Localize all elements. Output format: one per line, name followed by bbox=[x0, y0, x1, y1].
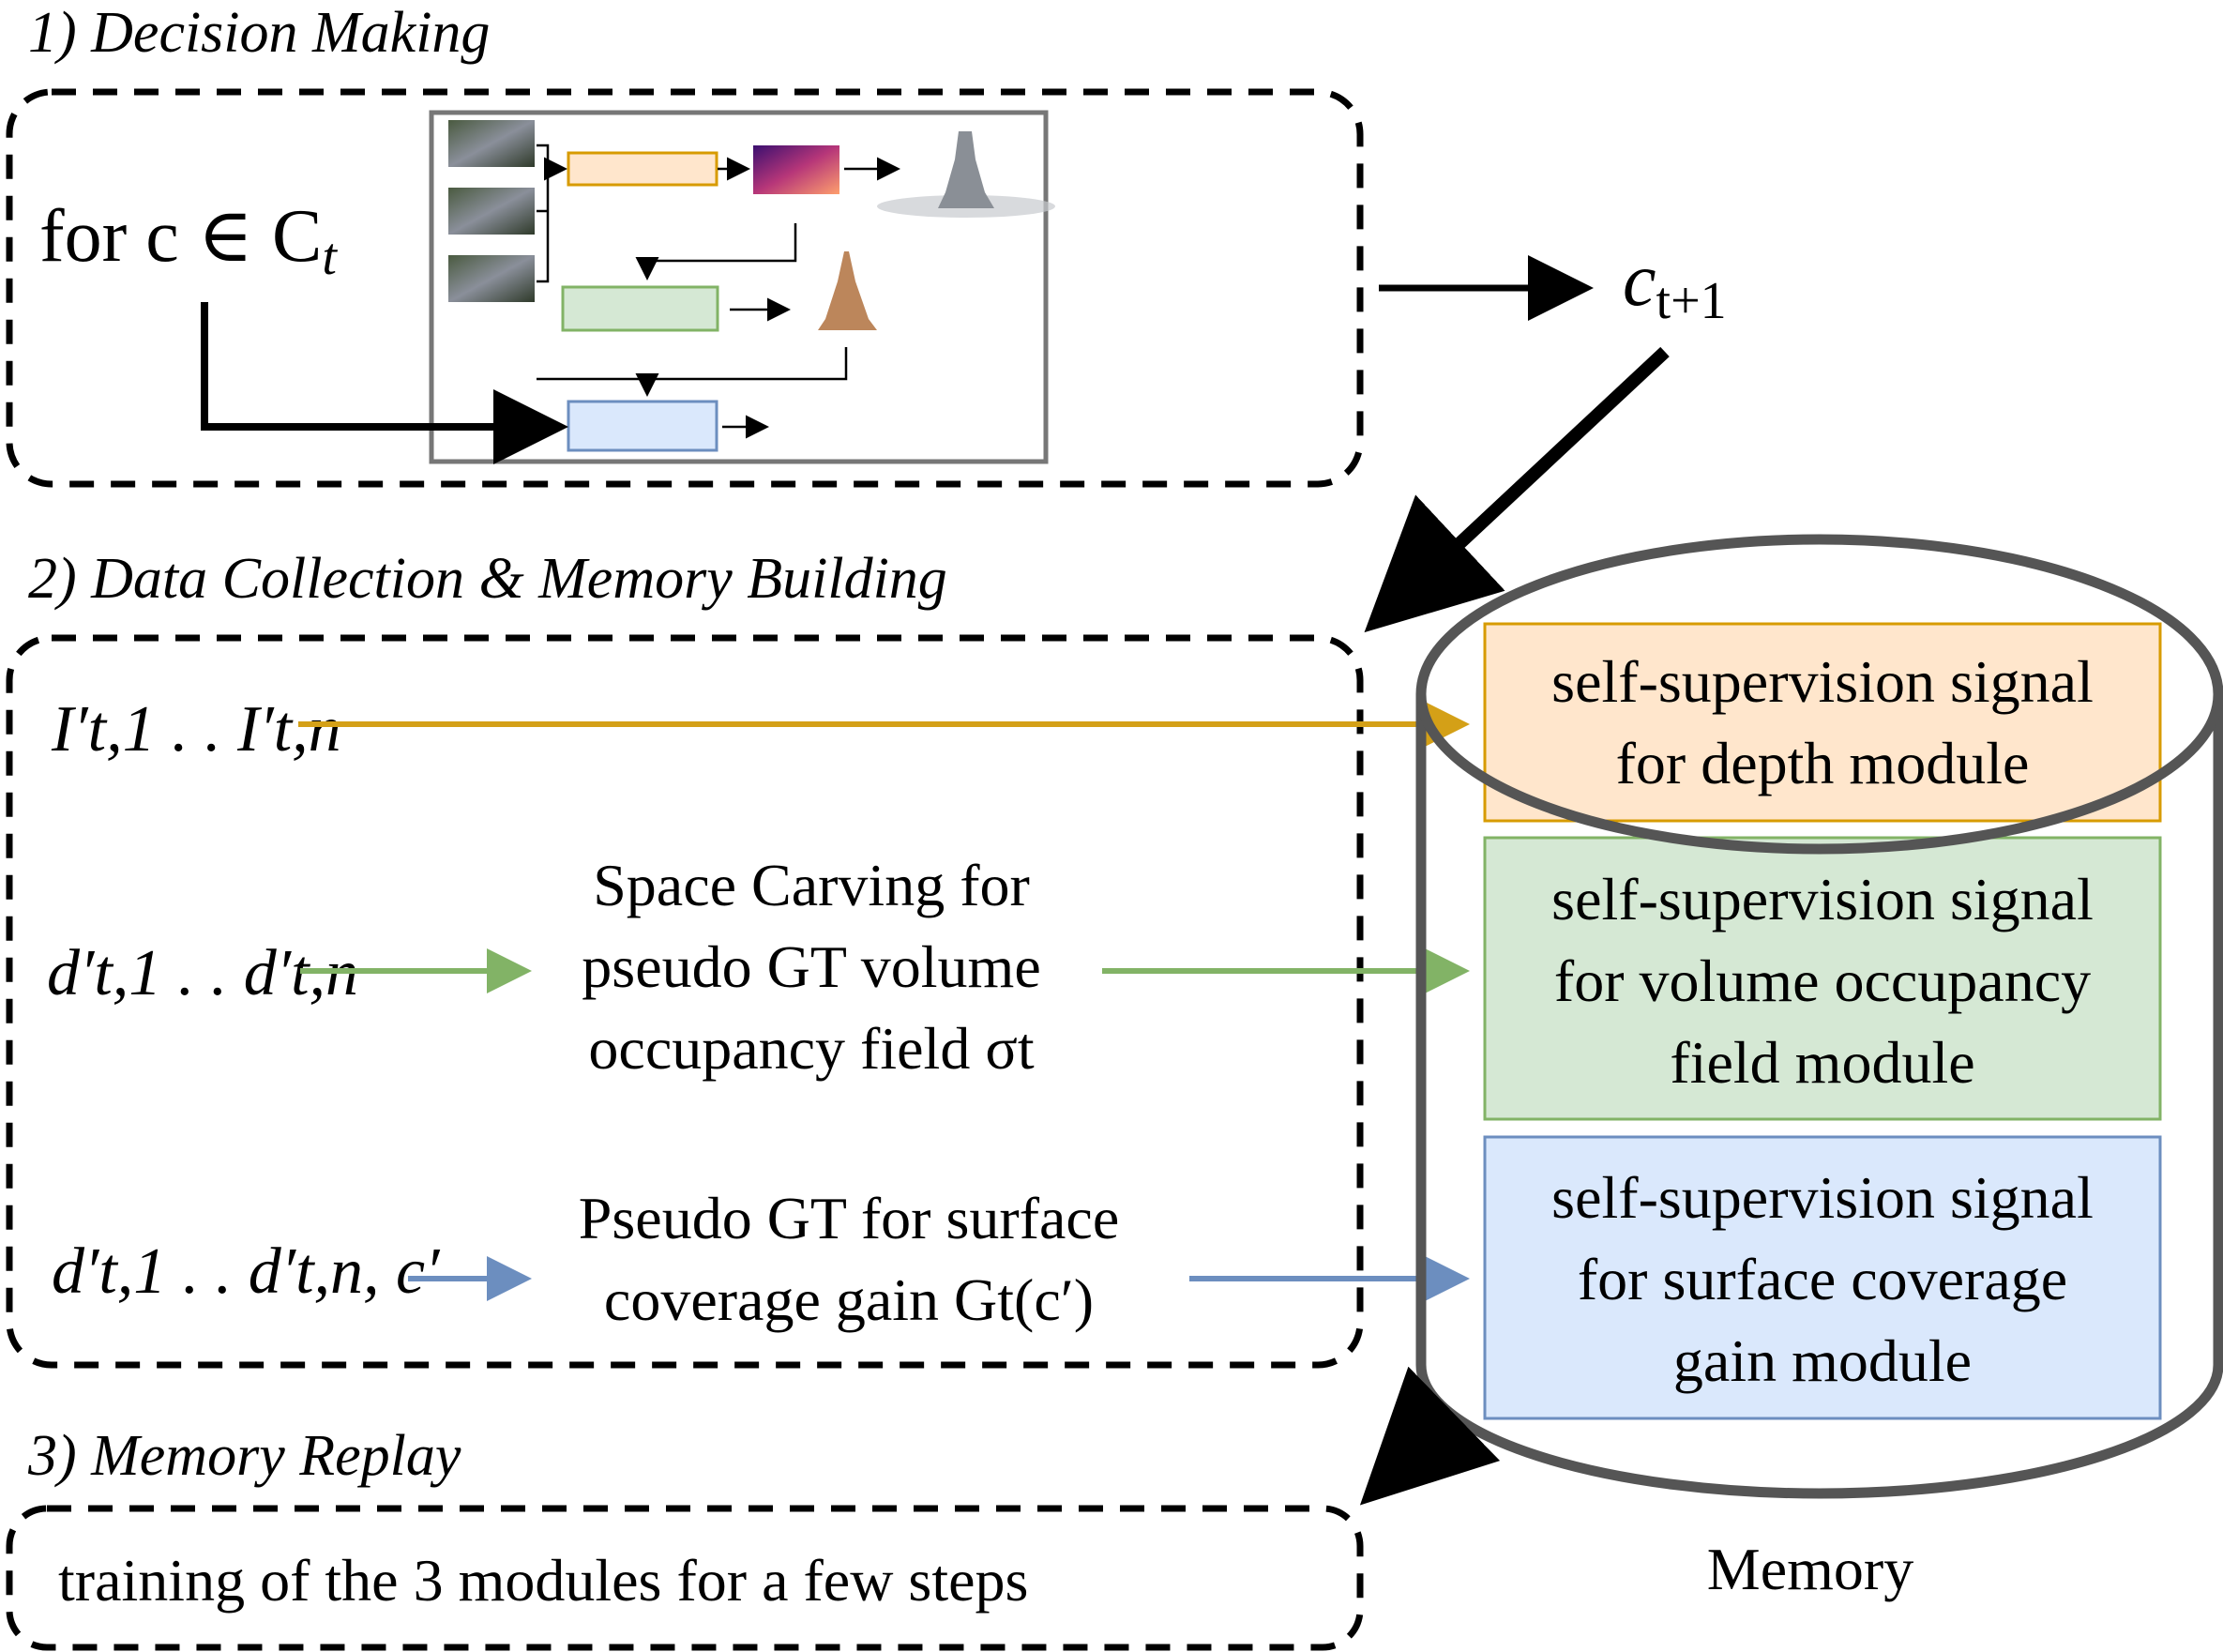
section-title-decision: 1) Decision Making bbox=[28, 1, 490, 65]
memory-cylinder bbox=[1415, 534, 2223, 1499]
mem-cov-line2: for surface coverage bbox=[1578, 1246, 2067, 1312]
memory-box-coverage bbox=[1483, 1135, 2162, 1420]
row2-process-line2: pseudo GT volume bbox=[582, 933, 1040, 1000]
section-title-replay: 3) Memory Replay bbox=[27, 1424, 461, 1488]
to-collection-arrow bbox=[1364, 346, 1670, 633]
row3-process-line2: coverage gain Gt(c′) bbox=[604, 1266, 1094, 1333]
memory-box-depth bbox=[1483, 622, 2162, 823]
mem-occ-line3: field module bbox=[1670, 1029, 1974, 1096]
loop-text: for c ∈ C bbox=[39, 195, 322, 278]
point-cloud-icon bbox=[877, 131, 1055, 218]
occupancy-icon bbox=[818, 251, 877, 330]
row3-process-line1: Pseudo GT for surface bbox=[579, 1185, 1119, 1251]
decision-box bbox=[6, 88, 1364, 488]
input-image-2 bbox=[448, 188, 535, 235]
section-title-collection: 2) Data Collection & Memory Building bbox=[28, 547, 947, 611]
replay-text: training of the 3 modules for a few step… bbox=[58, 1547, 1028, 1614]
next-camera-label: ct+1 bbox=[1623, 239, 1727, 330]
loop-label: for c ∈ Ct bbox=[39, 195, 338, 286]
loop-sub: t bbox=[322, 228, 338, 286]
mini-pipeline-panel bbox=[429, 110, 1055, 464]
depth-map-thumbnail bbox=[753, 145, 839, 194]
loop-arrow bbox=[201, 302, 568, 464]
mini-coverage-module bbox=[567, 400, 718, 452]
input-image-1 bbox=[448, 120, 535, 167]
memory-box-occupancy bbox=[1483, 836, 2162, 1121]
mem-cov-line3: gain module bbox=[1673, 1327, 1972, 1394]
mem-occ-line2: for volume occupancy bbox=[1554, 947, 2091, 1014]
mem-cov-line1: self-supervision signal bbox=[1551, 1164, 2094, 1231]
input-image-3 bbox=[448, 255, 535, 302]
to-replay-arrow bbox=[1359, 1366, 1501, 1506]
row1-input: I′t,1 . . I′t,n bbox=[51, 693, 341, 765]
mini-depth-module bbox=[567, 151, 718, 187]
mem-depth-line2: for depth module bbox=[1616, 730, 2030, 796]
mem-depth-line1: self-supervision signal bbox=[1551, 648, 2094, 715]
memory-label: Memory bbox=[1707, 1536, 1913, 1602]
collection-box bbox=[6, 634, 1364, 1369]
row2-process-line3: occupancy field σt bbox=[588, 1015, 1034, 1082]
row3-input: d′t,1 . . d′t,n, c′ bbox=[52, 1235, 441, 1308]
replay-box bbox=[6, 1505, 1364, 1651]
mini-occupancy-module bbox=[561, 285, 719, 332]
row2-process-line1: Space Carving for bbox=[593, 852, 1030, 918]
mem-occ-line1: self-supervision signal bbox=[1551, 866, 2094, 932]
